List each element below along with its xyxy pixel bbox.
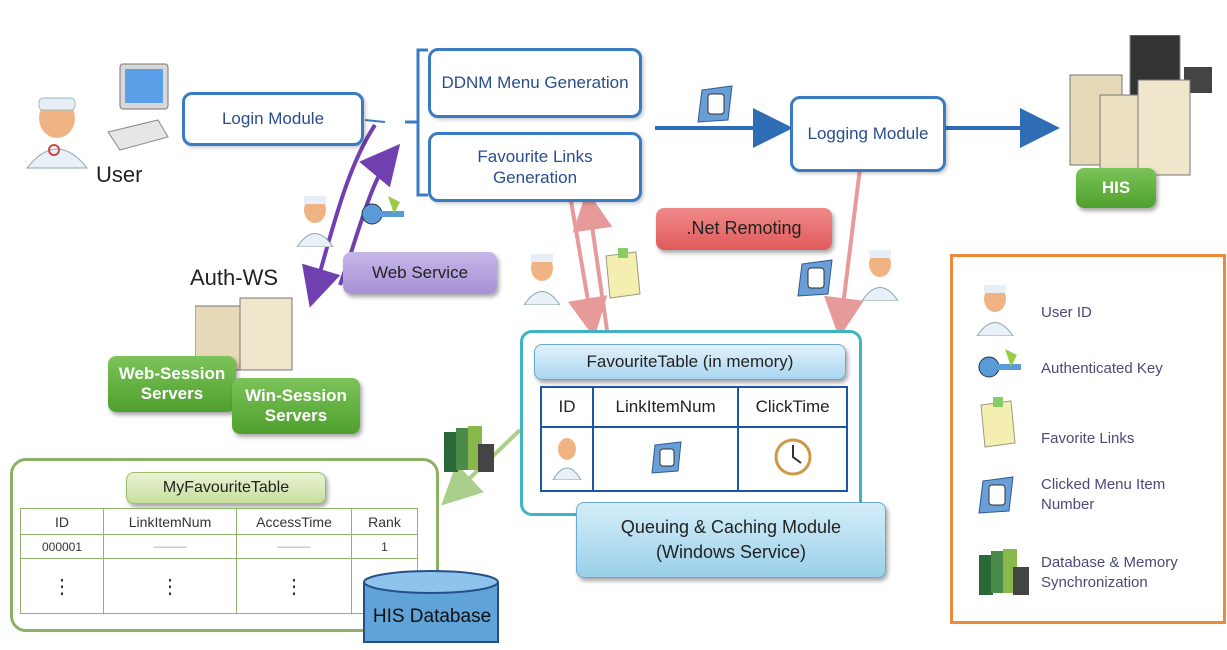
web-session-servers: Web-Session Servers [108, 356, 236, 412]
clicked-menu-item-icon [975, 475, 1017, 520]
table-cell: ⋮ [103, 558, 237, 614]
login-module-box: Login Module [182, 92, 364, 146]
web-service-badge: Web Service [343, 252, 497, 294]
column-header: ID [540, 386, 594, 428]
clicked-menu-item-icon [694, 84, 736, 129]
db-memory-sync-icon [975, 547, 1031, 604]
my-favourite-table-title: MyFavouriteTable [126, 472, 326, 504]
db-memory-sync-icon [440, 424, 496, 481]
table-cell: ⋮ [236, 558, 352, 614]
column-header: Rank [351, 508, 418, 535]
clock-icon [737, 426, 848, 492]
legend-label: Authenticated Key [1041, 360, 1163, 377]
column-header: ClickTime [737, 386, 848, 428]
his-database-cylinder [362, 570, 502, 650]
logging-module-box: Logging Module [790, 96, 946, 172]
column-header: AccessTime [236, 508, 352, 535]
legend-label: User ID [1041, 304, 1092, 321]
favourite-table: ID LinkItemNum ClickTime [540, 386, 848, 492]
ddnm-menu-box: DDNM Menu Generation [428, 48, 642, 118]
his-servers-icon [1060, 34, 1220, 190]
legend-label: Database & Memory Synchronization [1041, 554, 1178, 591]
column-header: LinkItemNum [591, 386, 740, 428]
user-id-icon [522, 250, 562, 310]
user-id-icon [975, 281, 1015, 341]
clicked-menu-item-icon [794, 258, 836, 303]
clicked-menu-item-icon [591, 426, 740, 492]
legend-panel: User ID Authenticated Key Favorite Links… [950, 254, 1226, 624]
user-id-icon [295, 192, 335, 252]
table-cell: 000001 [20, 534, 104, 559]
net-remoting-badge: .Net Remoting [656, 208, 832, 250]
table-cell: ⋮ [20, 558, 104, 614]
authenticated-key-icon [975, 349, 1025, 390]
table-cell: ——— [103, 534, 237, 559]
favourite-links-box: Favourite Links Generation [428, 132, 642, 202]
column-header: LinkItemNum [103, 508, 237, 535]
legend-label: Favorite Links [1041, 430, 1135, 447]
queuing-caching-module: Queuing & Caching Module (Windows Servic… [576, 502, 886, 578]
auth-ws-label: Auth-WS [190, 265, 279, 290]
user-id-icon [860, 246, 900, 306]
table-cell: 1 [351, 534, 418, 559]
legend-label: Clicked Menu Item Number [1041, 476, 1166, 513]
column-header: ID [20, 508, 104, 535]
user-label: User [96, 162, 143, 187]
his-database-label: HIS Database [372, 606, 492, 627]
his-badge: HIS [1076, 168, 1156, 208]
table-cell: ——— [236, 534, 352, 559]
win-session-servers: Win-Session Servers [232, 378, 360, 434]
computer-icon [98, 62, 173, 162]
favorite-links-icon [975, 397, 1019, 454]
authenticated-key-icon [358, 196, 408, 237]
my-favourite-table: ID LinkItemNum AccessTime Rank 000001 ——… [20, 508, 418, 614]
favourite-table-title: FavouriteTable (in memory) [534, 344, 846, 380]
user-avatar-icon [22, 90, 92, 175]
user-id-icon [540, 426, 594, 492]
favorite-links-icon [600, 248, 644, 305]
